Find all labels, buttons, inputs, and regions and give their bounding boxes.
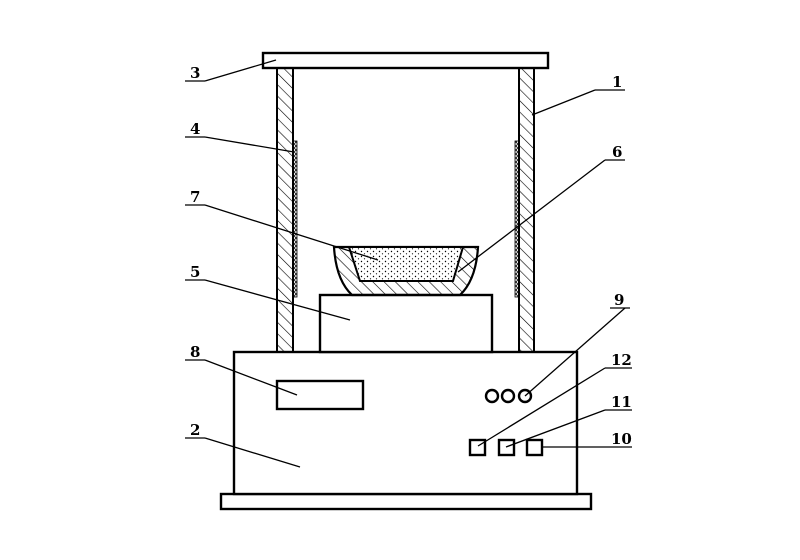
label-4: 4 <box>190 120 200 138</box>
label-8: 8 <box>190 343 200 361</box>
right-heating-coil <box>514 140 520 298</box>
left-furnace-wall <box>276 67 294 353</box>
label-2: 2 <box>190 421 200 439</box>
label-11: 11 <box>611 393 632 411</box>
label-3: 3 <box>190 64 200 82</box>
right-furnace-wall <box>518 67 535 353</box>
leader-lines <box>185 59 632 468</box>
label-5: 5 <box>190 263 200 281</box>
control-button-10 <box>525 438 544 457</box>
indicator-light <box>484 388 500 404</box>
label-1: 1 <box>612 73 622 91</box>
label-12: 12 <box>611 351 632 369</box>
indicator-light <box>500 388 516 404</box>
label-6: 6 <box>612 143 622 161</box>
support-block <box>318 293 494 354</box>
control-box <box>232 350 579 496</box>
base-foot <box>219 492 593 511</box>
label-9: 9 <box>614 291 624 309</box>
display-window <box>275 379 365 411</box>
label-10: 10 <box>611 430 632 448</box>
label-7: 7 <box>190 188 200 206</box>
top-cover <box>261 51 550 70</box>
control-button-12 <box>468 438 487 457</box>
left-heating-coil <box>292 140 298 298</box>
